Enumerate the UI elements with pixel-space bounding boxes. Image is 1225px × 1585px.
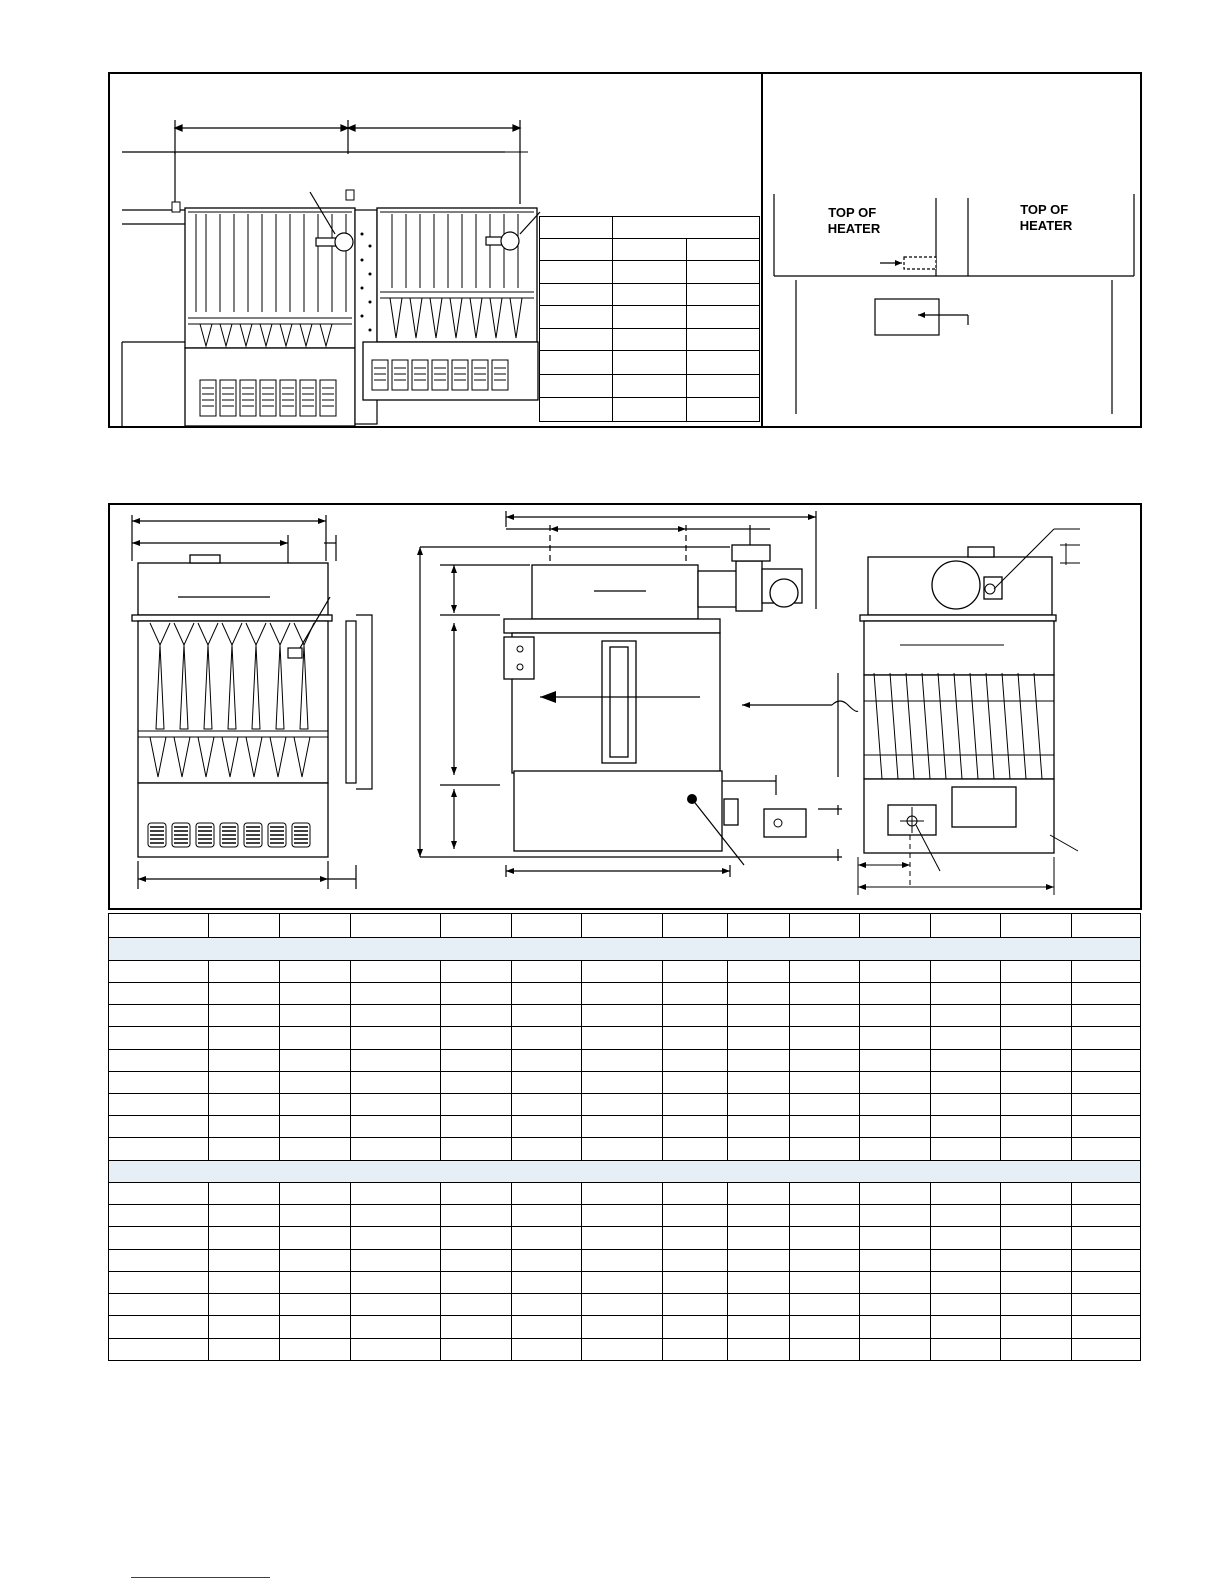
top-of-heater-right-line1: TOP OF — [1020, 202, 1068, 217]
spec-group-header-b — [108, 1159, 1141, 1183]
clearance-cell — [612, 396, 687, 423]
clearance-table — [538, 215, 761, 423]
spec-row — [108, 1070, 1141, 1095]
dimensions-spec-table — [108, 912, 1141, 1362]
multi-heater-installation-drawing: TOP OF HEATER TOP OF HEATER — [121, 74, 1135, 428]
top-of-heater-left-line2: HEATER — [828, 221, 881, 236]
clearance-cell — [685, 260, 761, 285]
dimension-drawing-panel — [108, 503, 1142, 910]
clearance-cell — [538, 350, 614, 375]
clearance-cell — [612, 305, 687, 330]
spec-row — [108, 1337, 1141, 1362]
spec-row — [108, 1293, 1141, 1317]
spec-row — [108, 1315, 1141, 1339]
spec-group-header-a — [108, 937, 1141, 961]
spec-row — [108, 1226, 1141, 1250]
spec-row — [108, 1248, 1141, 1272]
clearance-cell — [538, 305, 614, 330]
heater-dimension-views — [131, 511, 1080, 895]
spec-row — [108, 1204, 1141, 1228]
top-of-heater-left-line1: TOP OF — [828, 205, 876, 220]
spec-row — [108, 1270, 1141, 1295]
clearance-cell — [685, 238, 761, 262]
clearance-cell — [612, 215, 760, 240]
spec-header-row — [108, 912, 1141, 939]
clearance-cell — [538, 396, 614, 423]
top-of-heater-right-line2: HEATER — [1020, 218, 1073, 233]
clearance-cell — [612, 260, 687, 285]
clearance-cell — [685, 305, 761, 330]
spec-row — [108, 981, 1141, 1006]
footer-link-underline[interactable] — [131, 1577, 270, 1578]
clearance-cell — [685, 396, 761, 423]
clearance-cell — [538, 260, 614, 285]
spec-row — [108, 1181, 1141, 1206]
clearance-cell — [685, 328, 761, 352]
clearance-cell — [538, 238, 614, 262]
clearance-cell — [538, 328, 614, 352]
clearance-cell — [538, 215, 614, 240]
spec-row — [108, 1026, 1141, 1050]
spec-row — [108, 1092, 1141, 1117]
top-of-heater-label-right: TOP OF HEATER — [1020, 202, 1073, 233]
top-of-heater-label-left: TOP OF HEATER — [828, 205, 881, 236]
spec-row — [108, 1115, 1141, 1139]
clearance-cell — [538, 283, 614, 307]
clearance-cell — [685, 283, 761, 307]
spec-row — [108, 959, 1141, 983]
clearance-cell — [612, 238, 687, 262]
clearance-cell — [538, 373, 614, 398]
clearance-cell — [685, 373, 761, 398]
clearance-cell — [612, 328, 687, 352]
clearance-cell — [612, 373, 687, 398]
clearance-cell — [612, 283, 687, 307]
spec-row — [108, 1048, 1141, 1072]
clearance-cell — [612, 350, 687, 375]
spec-row — [108, 1137, 1141, 1161]
spec-row — [108, 1004, 1141, 1028]
clearance-cell — [685, 350, 761, 375]
